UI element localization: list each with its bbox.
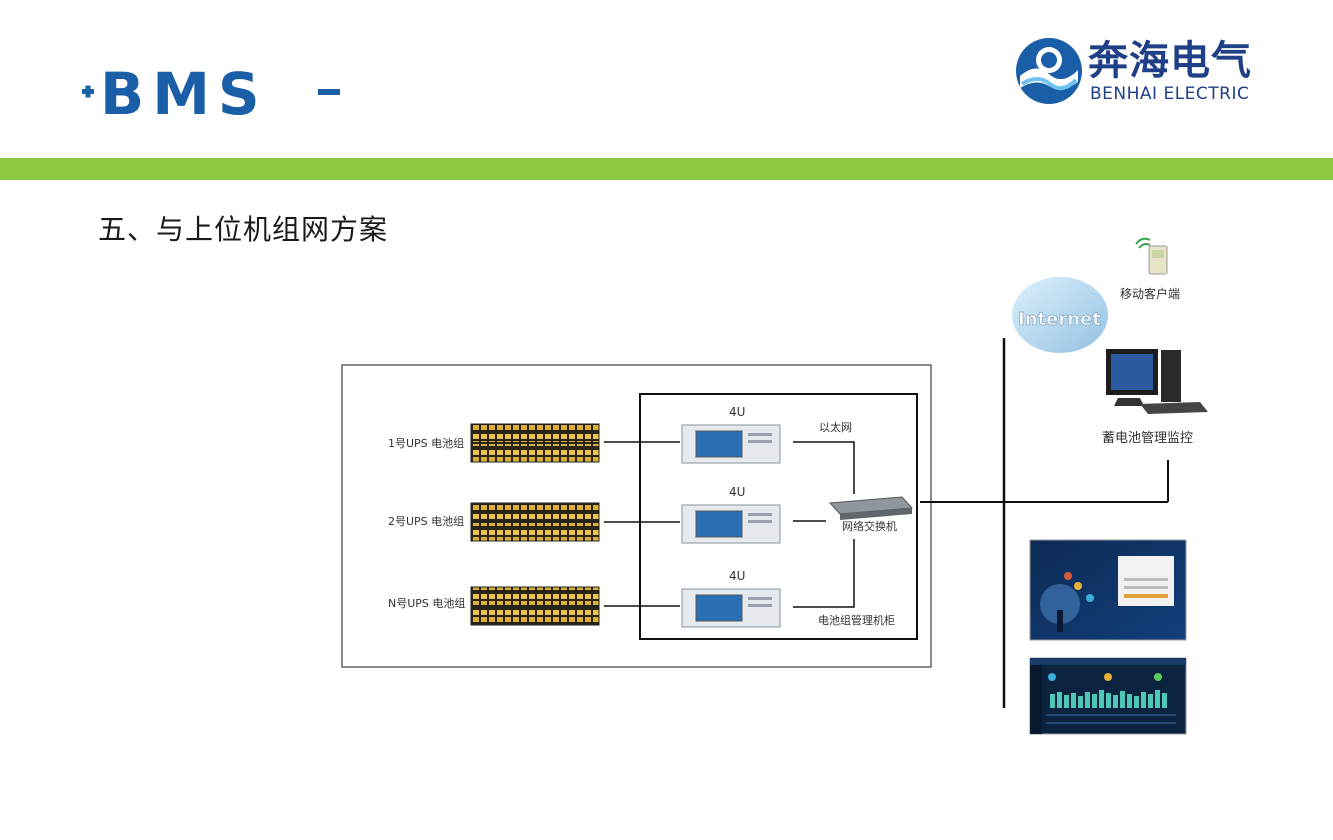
bms-unit-n: 4U [681, 569, 781, 628]
cabinet-label: 电池组管理机柜 [818, 613, 895, 627]
keyboard-icon [1140, 402, 1208, 414]
software-dashboard-screenshot [1029, 657, 1187, 735]
switch-label: 网络交换机 [842, 519, 897, 533]
battery-group-2: 2号UPS 电池组 [388, 502, 600, 542]
section-title: 五、与上位机组网方案 [98, 213, 389, 246]
unit-label: 4U [729, 485, 745, 499]
benhai-emblem-icon [1016, 38, 1082, 104]
bms-logo-text: BMS [100, 62, 268, 122]
battery-group-n: N号UPS 电池组 [388, 586, 600, 626]
bms-logo: BMS [82, 62, 340, 122]
company-name-cn: 奔海电气 [1088, 38, 1252, 84]
ethernet-label: 以太网 [819, 421, 852, 434]
network-switch: 网络交换机 [828, 496, 914, 533]
monitor-label: 蓄电池管理监控 [1102, 431, 1193, 446]
battery-group-label: 1号UPS 电池组 [388, 436, 464, 450]
bms-unit-1: 4U [681, 405, 781, 464]
pc-tower-icon [1161, 350, 1181, 402]
monitoring-pc: 蓄电池管理监控 [1102, 349, 1208, 446]
battery-group-label: N号UPS 电池组 [388, 596, 465, 610]
software-login-screenshot [1029, 539, 1187, 641]
outer-system-frame [341, 364, 932, 668]
company-name-en: BENHAI ELECTRIC [1090, 84, 1250, 104]
internet-label: Internet [1018, 309, 1101, 330]
mobile-label: 移动客户端 [1120, 286, 1180, 301]
globe-icon [1012, 277, 1108, 353]
bms-unit-2: 4U [681, 485, 781, 544]
ethernet-line-1 [793, 441, 855, 494]
header-accent-band [0, 158, 1333, 180]
mobile-client: 移动客户端 [1120, 237, 1180, 301]
battery-group-1: 1号UPS 电池组 [388, 423, 600, 463]
unit-label: 4U [729, 569, 745, 583]
benhai-logo: 奔海电气 BENHAI ELECTRIC [1012, 34, 1282, 108]
ethernet-line-n [793, 539, 855, 608]
battery-group-label: 2号UPS 电池组 [388, 514, 464, 528]
internet-cloud: Internet [1012, 277, 1108, 353]
cabinet-frame [639, 393, 918, 640]
unit-label: 4U [729, 405, 745, 419]
wifi-icon [1135, 237, 1151, 245]
